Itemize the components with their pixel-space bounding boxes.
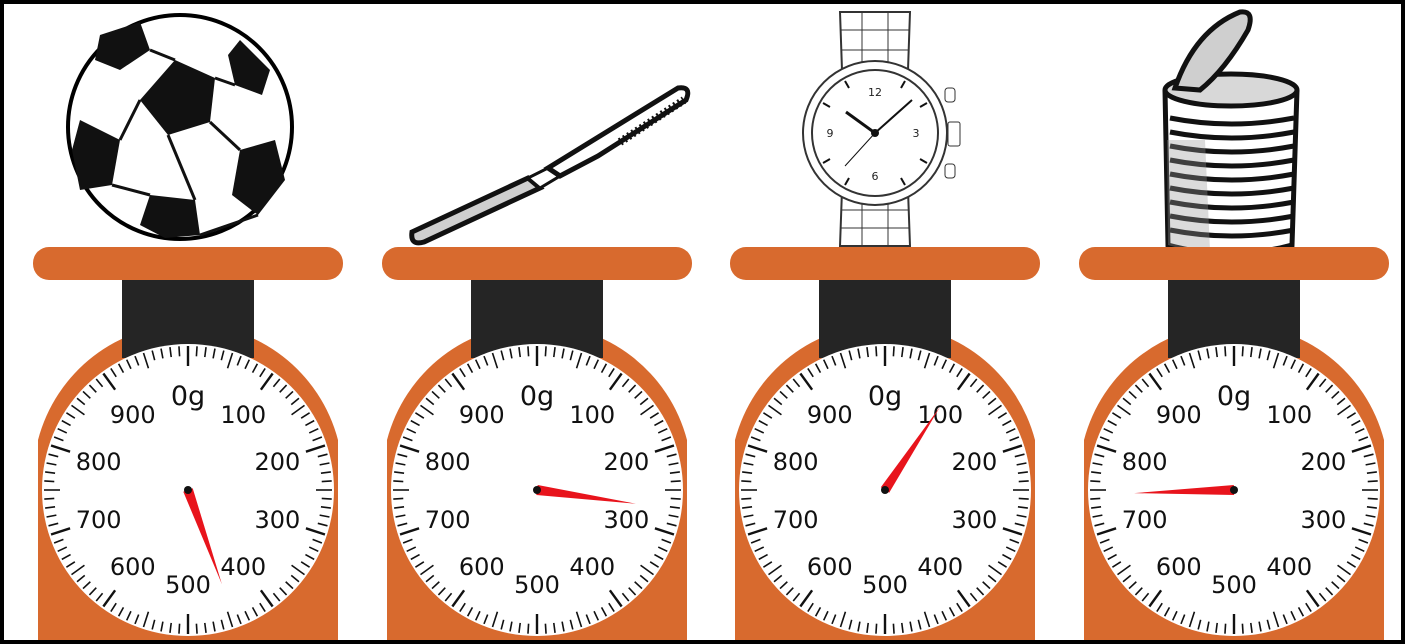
dial-number-300: 300 [254,506,300,534]
dial-number-300: 300 [1300,506,1346,534]
dial-number-900: 900 [1156,401,1202,429]
scale-platform [382,247,692,280]
watch-number-6: 6 [872,170,879,183]
dial-number-500: 500 [862,571,908,599]
scale-knife: 0g 100 200 300 400 500 600 700 800 900 [382,247,692,640]
dial-number-800: 800 [1122,448,1168,476]
dial-number-200: 200 [1300,448,1346,476]
needle-pivot [1230,486,1238,494]
dial-number-900: 900 [459,401,505,429]
dial-number-100: 100 [917,401,963,429]
dial-number-600: 600 [1156,553,1202,581]
dial-number-700: 700 [425,506,471,534]
dial-number-700: 700 [1122,506,1168,534]
dial-number-100: 100 [569,401,615,429]
dial-number-100: 100 [1266,401,1312,429]
dial-number-800: 800 [425,448,471,476]
scale-watch: 0g 100 200 300 400 500 600 700 800 900 [730,247,1040,640]
dial-number-500: 500 [514,571,560,599]
dial-number-900: 900 [110,401,156,429]
dial-zero-label: 0g [520,381,554,412]
needle-pivot [184,486,192,494]
needle-pivot [881,486,889,494]
dial-number-500: 500 [165,571,211,599]
soccer-ball-icon [68,15,292,239]
scale-soccer-ball: 0g 100 200 300 400 500 600 700 800 900 [33,247,343,640]
tin-can-icon [1165,12,1297,254]
watch-number-9: 9 [827,127,834,140]
dial-number-200: 200 [254,448,300,476]
dial-number-500: 500 [1211,571,1257,599]
wristwatch-icon: 12 3 6 9 [803,12,960,246]
dial-number-400: 400 [917,553,963,581]
dial-number-600: 600 [110,553,156,581]
scale-platform [730,247,1040,280]
scale-tin-can: 0g 100 200 300 400 500 600 700 800 900 [1079,247,1389,640]
dial-zero-label: 0g [171,381,205,412]
needle-pivot [533,486,541,494]
dial-number-100: 100 [220,401,266,429]
dial-number-600: 600 [459,553,505,581]
dial-number-400: 400 [569,553,615,581]
watch-number-3: 3 [913,127,920,140]
dial-number-200: 200 [603,448,649,476]
dial-number-900: 900 [807,401,853,429]
scale-platform [1079,247,1389,280]
dial-number-200: 200 [951,448,997,476]
dial-number-300: 300 [951,506,997,534]
scale-platform [33,247,343,280]
dial-zero-label: 0g [1217,381,1251,412]
dial-number-800: 800 [773,448,819,476]
watch-number-12: 12 [868,86,882,99]
dial-number-800: 800 [76,448,122,476]
dial-number-700: 700 [76,506,122,534]
dial-number-700: 700 [773,506,819,534]
dial-number-600: 600 [807,553,853,581]
dial-number-400: 400 [220,553,266,581]
dial-number-400: 400 [1266,553,1312,581]
dial-zero-label: 0g [868,381,902,412]
knife-icon [412,88,688,243]
dial-number-300: 300 [603,506,649,534]
